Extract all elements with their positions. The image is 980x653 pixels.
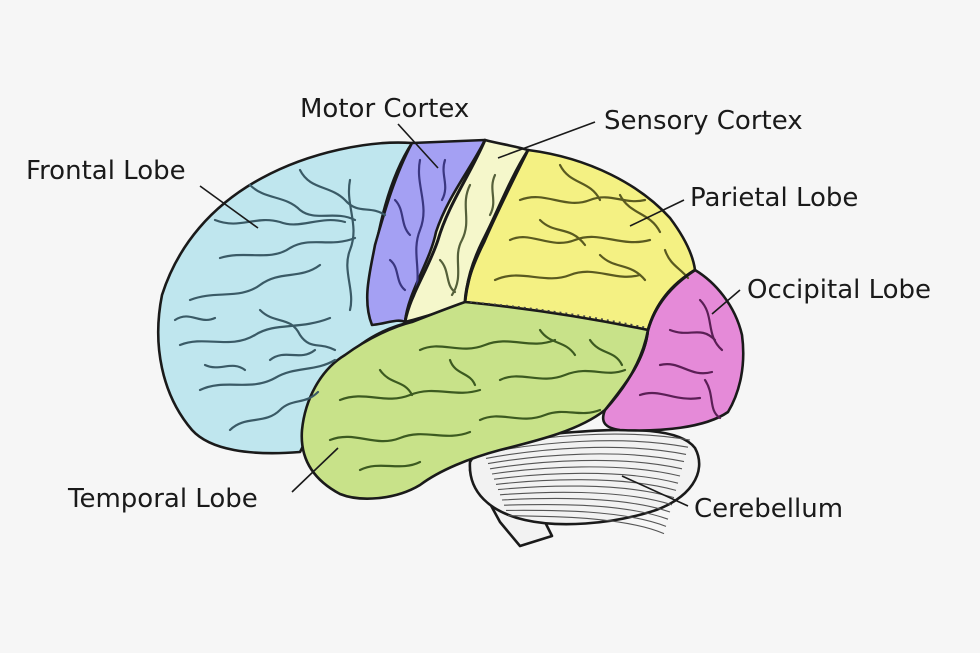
label-frontal-lobe: Frontal Lobe [26,156,186,186]
temporal-fold-2 [358,460,422,472]
label-cerebellum: Cerebellum [694,494,844,524]
motor-fold-2 [388,258,407,292]
temporal-fold-7 [588,338,624,367]
frontal-fold-10 [346,178,355,312]
frontal-fold-1 [178,316,332,347]
temporal-fold-6 [538,328,577,357]
leader-cerebellum [621,475,689,507]
frontal-fold-8 [173,315,217,322]
parietal-fold-2 [493,270,642,282]
major-sulcus-2 [646,268,696,331]
sensory-fold-1 [488,173,497,217]
occipital-fold-3 [638,391,702,400]
label-sensory-cortex: Sensory Cortex [604,106,803,136]
leader-motor [397,123,439,169]
parietal-fold-6 [598,253,647,282]
occipital-fold-4 [703,378,722,420]
temporal-fold-3 [418,338,557,352]
temporal-fold-0 [338,388,482,402]
sensory-fold-0 [450,183,472,297]
parietal-fold-1 [508,235,652,244]
parietal-fold-0 [518,196,647,204]
cerebellum-folium-6 [493,472,679,484]
occipital-fold-0 [698,298,724,352]
occipital-fold-2 [658,363,714,375]
temporal-fold-5 [478,408,602,422]
label-parietal-lobe: Parietal Lobe [690,183,859,213]
label-motor-cortex: Motor Cortex [300,94,470,124]
frontal-fold-0 [188,263,322,302]
motor-fold-1 [393,198,412,237]
cerebellum-folium-11 [503,503,669,520]
cortex-folds [173,139,724,472]
temporal-fold-1 [328,430,472,443]
leader-sensory [497,121,596,159]
major-sulcus-0 [403,139,487,323]
cerebellum-folium-8 [497,485,675,499]
occipital-fold-1 [668,328,717,342]
cerebellum-folium-13 [507,515,665,535]
motor-fold-3 [440,158,447,202]
cerebellum-folium-7 [495,479,677,491]
temporal-fold-8 [378,368,414,397]
label-occipital-lobe: Occipital Lobe [747,275,932,305]
frontal-fold-6 [228,390,320,432]
cerebellum-folium-9 [499,491,673,506]
temporal-fold-9 [448,358,477,387]
frontal-fold-12 [203,363,247,372]
cerebellum-folium-5 [491,466,681,477]
cerebellum-folium-2 [485,446,687,459]
frontal-fold-2 [198,358,337,392]
motor-fold-0 [410,158,425,302]
parietal-temporal-boundary [469,301,649,329]
leader-temporal [291,447,339,493]
frontal-fold-4 [248,183,357,222]
leader-frontal [199,185,259,229]
parietal-fold-3 [558,163,602,202]
sensory-fold-2 [438,258,457,294]
frontal-fold-3 [213,218,347,226]
cerebellum-folium-12 [505,509,667,527]
cerebellum-folium-10 [501,497,671,513]
cerebellum-folium-3 [487,453,685,465]
major-sulcus-1 [463,149,530,303]
leader-parietal [629,199,685,227]
frontal-fold-11 [268,348,317,362]
parietal-fold-5 [538,218,587,247]
temporal-fold-4 [498,368,627,382]
frontal-fold-9 [258,308,337,352]
label-temporal-lobe: Temporal Lobe [68,484,258,514]
parietal-fold-4 [618,193,662,234]
cerebellum-folium-4 [489,459,683,470]
frontal-fold-7 [298,168,387,217]
major-sulcus-3 [604,329,650,411]
leader-occipital [711,289,741,315]
frontal-fold-5 [218,236,357,260]
